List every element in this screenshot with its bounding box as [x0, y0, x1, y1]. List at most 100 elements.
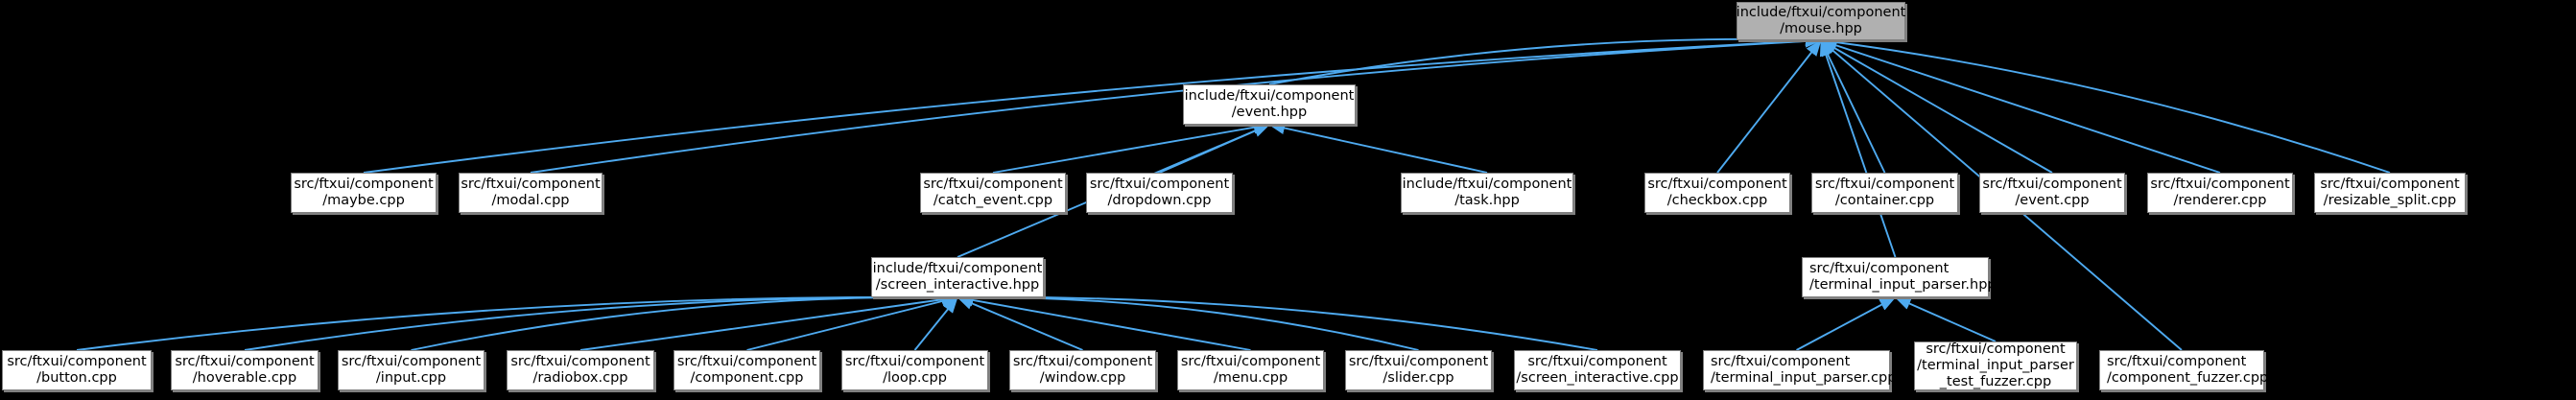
graph-node-dropdown_cpp[interactable]: src/ftxui/component/dropdown.cpp [1086, 173, 1233, 213]
graph-edge [1796, 296, 1897, 351]
node-label-line: src/ftxui/component [844, 354, 985, 369]
node-label-line: /screen_interactive.cpp [1516, 370, 1679, 386]
node-label-line: /slider.cpp [1383, 370, 1454, 386]
graph-edge [746, 294, 958, 351]
node-label-line: src/ftxui/component [294, 176, 434, 192]
graph-edge [411, 291, 958, 351]
graph-edge [363, 35, 1822, 174]
node-label-line: /event.hpp [1231, 105, 1308, 120]
node-label-line: /resizable_split.cpp [2323, 193, 2457, 208]
node-label-line: src/ftxui/component [461, 176, 601, 192]
node-label-line: src/ftxui/component [1348, 354, 1489, 369]
graph-node-resizable_split_cpp[interactable]: src/ftxui/component/resizable_split.cpp [2314, 173, 2466, 213]
node-label-line: /hoverable.cpp [192, 370, 297, 386]
node-label-line: src/ftxui/component [1814, 176, 1955, 192]
graph-edge [1820, 39, 1886, 174]
graph-node-slider_cpp[interactable]: src/ftxui/component/slider.cpp [1345, 350, 1492, 390]
node-label-line: /catch_event.cpp [933, 193, 1053, 208]
graph-edge [1268, 121, 1488, 174]
graph-node-mouse_hpp[interactable]: include/ftxui/component/mouse.hpp [1737, 2, 1905, 40]
node-label-line: src/ftxui/component [341, 354, 482, 369]
graph-node-window_cpp[interactable]: src/ftxui/component/window.cpp [1009, 350, 1156, 390]
graph-node-screen_interactive_hpp[interactable]: include/ftxui/component/screen_interacti… [871, 257, 1044, 297]
node-label-line: /maybe.cpp [322, 193, 405, 208]
graph-edge [957, 291, 1598, 351]
node-label-line: /button.cpp [36, 370, 117, 386]
node-label-line: include/ftxui/component [1184, 88, 1355, 104]
node-label-line: /modal.cpp [491, 193, 570, 208]
node-label-line: /input.cpp [375, 370, 447, 386]
node-label-line: src/ftxui/component [2150, 176, 2290, 192]
graph-edge [76, 291, 958, 351]
node-label-line: src/ftxui/component [1527, 354, 1667, 369]
graph-node-input_cpp[interactable]: src/ftxui/component/input.cpp [338, 350, 484, 390]
node-label-line: src/ftxui/component [1012, 354, 1153, 369]
graph-edge [957, 296, 1083, 351]
node-label-line: _test_fuzzer.cpp [1939, 374, 2052, 389]
node-label-line: src/ftxui/component [1647, 176, 1787, 192]
node-label-line: /mouse.hpp [1780, 21, 1862, 36]
graph-edge [957, 291, 1419, 351]
node-label-line: src/ftxui/component [676, 354, 817, 369]
graph-node-maybe_cpp[interactable]: src/ftxui/component/maybe.cpp [291, 173, 437, 213]
node-label-line: src/ftxui/component [510, 354, 650, 369]
graph-node-radiobox_cpp[interactable]: src/ftxui/component/radiobox.cpp [507, 350, 654, 390]
graph-node-menu_cpp[interactable]: src/ftxui/component/menu.cpp [1177, 350, 1324, 390]
node-label-line: /radiobox.cpp [532, 370, 628, 386]
graph-node-container_cpp[interactable]: src/ftxui/component/container.cpp [1811, 173, 1958, 213]
node-label-line: /window.cpp [1039, 370, 1126, 386]
graph-edge [530, 35, 1822, 174]
graph-node-screen_interactive_cpp[interactable]: src/ftxui/component/screen_interactive.c… [1514, 350, 1681, 390]
graph-node-checkbox_cpp[interactable]: src/ftxui/component/checkbox.cpp [1644, 173, 1790, 213]
graph-node-event_cpp[interactable]: src/ftxui/component/event.cpp [1979, 173, 2125, 213]
graph-edge [913, 296, 958, 351]
node-label-line: /task.hpp [1454, 193, 1520, 208]
graph-node-terminal_input_parser_test_fuzzer_cpp[interactable]: src/ftxui/component/terminal_input_parse… [1914, 341, 2077, 390]
node-label-line: src/ftxui/component [1180, 354, 1321, 369]
graph-node-component_fuzzer_cpp[interactable]: src/ftxui/component/component_fuzzer.cpp [2099, 350, 2268, 390]
graph-node-task_hpp[interactable]: include/ftxui/component/task.hpp [1401, 173, 1573, 213]
graph-node-renderer_cpp[interactable]: src/ftxui/component/renderer.cpp [2147, 173, 2293, 213]
graph-node-button_cpp[interactable]: src/ftxui/component/button.cpp [2, 350, 152, 390]
node-label-line: include/ftxui/component [1736, 5, 1906, 20]
node-label-line: src/ftxui/component [1926, 341, 2066, 357]
graph-node-hoverable_cpp[interactable]: src/ftxui/component/hoverable.cpp [171, 350, 319, 390]
graph-edge [1819, 39, 1897, 258]
node-label-line: /loop.cpp [883, 370, 947, 386]
graph-edge [1820, 35, 2391, 174]
node-label-line: src/ftxui/component [1982, 176, 2122, 192]
node-label-line: /terminal_input_parser.cpp [1711, 370, 1897, 386]
node-label-line: src/ftxui/component [1809, 261, 1950, 276]
graph-node-modal_cpp[interactable]: src/ftxui/component/modal.cpp [459, 173, 603, 213]
graph-node-catch_event_cpp[interactable]: src/ftxui/component/catch_event.cpp [920, 173, 1066, 213]
node-label-line: include/ftxui/component [1402, 176, 1572, 192]
graph-edge [579, 293, 958, 351]
node-label-line: /dropdown.cpp [1107, 193, 1212, 208]
node-label-line: src/ftxui/component [1089, 176, 1230, 192]
graph-node-terminal_input_parser_cpp[interactable]: src/ftxui/component/terminal_input_parse… [1703, 350, 1896, 390]
graph-edge [1894, 296, 1997, 342]
node-label-line: src/ftxui/component [2320, 176, 2460, 192]
node-label-line: /screen_interactive.hpp [875, 277, 1040, 293]
graph-node-loop_cpp[interactable]: src/ftxui/component/loop.cpp [841, 350, 988, 390]
node-label-line: src/ftxui/component [175, 354, 315, 369]
node-label-line: /terminal_input_parser.hpp [1809, 277, 1997, 293]
node-label-line: src/ftxui/component [923, 176, 1063, 192]
graph-edge [1820, 38, 2221, 174]
graph-edge [992, 121, 1270, 174]
node-label-line: /component.cpp [690, 370, 804, 386]
node-label-line: src/ftxui/component [1711, 354, 1851, 369]
graph-edge [957, 294, 1251, 351]
node-label-line: include/ftxui/component [872, 261, 1043, 276]
node-label-line: /terminal_input_parser [1917, 358, 2074, 373]
graph-node-event_hpp[interactable]: include/ftxui/component/event.hpp [1183, 84, 1356, 125]
node-label-line: /component_fuzzer.cpp [2107, 370, 2269, 386]
node-label-line: src/ftxui/component [2107, 354, 2247, 369]
graph-edge [1820, 39, 2053, 174]
node-label-line: /checkbox.cpp [1666, 193, 1768, 208]
graph-node-terminal_input_parser_hpp[interactable]: src/ftxui/component/terminal_input_parse… [1802, 257, 1997, 297]
node-label-line: /menu.cpp [1213, 370, 1288, 386]
graph-node-component_cpp[interactable]: src/ftxui/component/component.cpp [674, 350, 820, 390]
